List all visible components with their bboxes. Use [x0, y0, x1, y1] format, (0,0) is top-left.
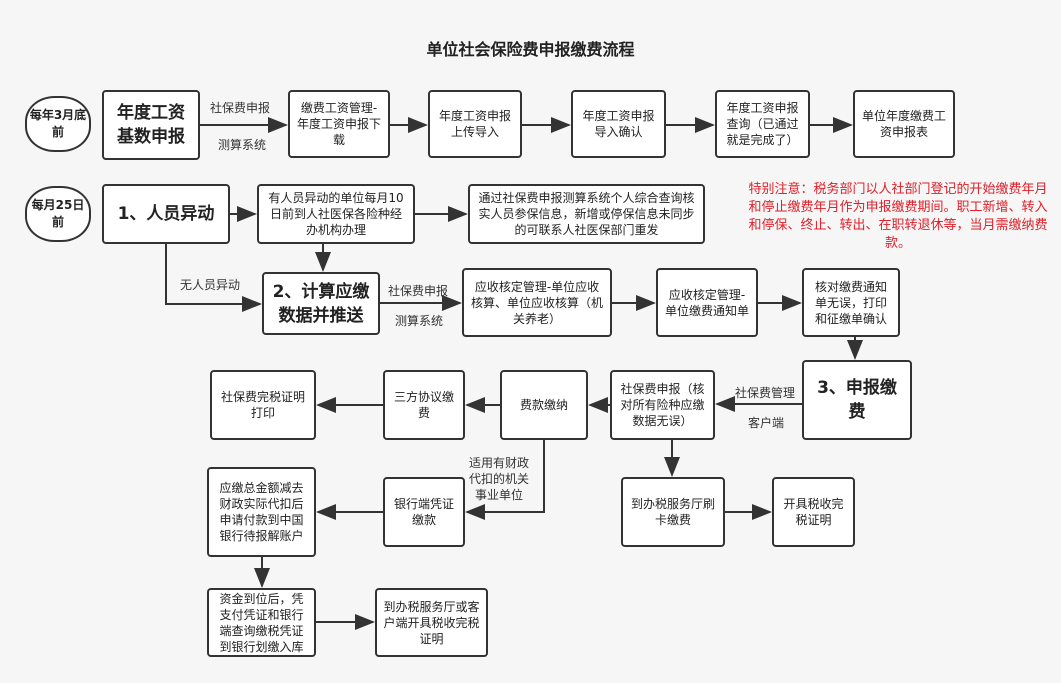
fiscal-deduct-box: 应缴总金额减去财政实际代扣后申请付款到中国银行待报解账户 [207, 467, 316, 557]
notice-check-box: 核对缴费通知单无误，打印和征缴单确认 [802, 268, 900, 337]
funds-arrival-box: 资金到位后，凭支付凭证和银行端查询缴税凭证到银行划缴入库 [207, 588, 316, 657]
wage-query-box: 年度工资申报查询（已通过就是完成了） [715, 90, 810, 158]
receivable-calc-box: 应收核定管理-单位应收核算、单位应收核算（机关养老） [462, 268, 612, 337]
verify-info-box: 通过社保费申报测算系统个人综合查询核实人员参保信息，新增或停保信息未同步的可联系… [468, 184, 705, 244]
flow-label: 测算系统 [395, 314, 444, 328]
wage-confirm-box: 年度工资申报导入确认 [571, 90, 666, 158]
bank-voucher-box: 银行端凭证缴款 [383, 477, 465, 547]
flow-label: 无人员异动 [180, 278, 241, 292]
fee-payment-box: 费款缴纳 [500, 370, 588, 440]
flow-label: 社保费申报 [210, 101, 271, 115]
handle-change-box: 有人员异动的单位每月10日前到人社医保各险种经办机构办理 [257, 184, 415, 244]
issue-certificate-box: 开具税收完税证明 [772, 477, 855, 547]
wage-download-box: 缴费工资管理-年度工资申报下载 [288, 90, 390, 158]
annual-deadline-cloud: 每年3月底前 [25, 96, 91, 152]
flow-label: 测算系统 [218, 138, 267, 152]
personnel-change-box: 1、人员异动 [102, 184, 230, 244]
declare-check-box: 社保费申报（核对所有险种应缴数据无误） [610, 370, 715, 440]
flow-label: 适用有财政代扣的机关事业单位 [468, 456, 529, 502]
calculate-push-box: 2、计算应缴数据并推送 [262, 272, 380, 335]
tripartite-payment-box: 三方协议缴费 [383, 370, 465, 440]
arrow [165, 244, 262, 312]
special-note: 特别注意：税务部门以人社部门登记的开始缴费年月和停止缴费年月作为申报缴费期间。职… [748, 182, 1048, 251]
wage-upload-box: 年度工资申报上传导入 [428, 90, 522, 158]
flow-label: 客户端 [748, 416, 785, 430]
wage-report-box: 单位年度缴费工资申报表 [853, 90, 955, 158]
monthly-deadline-cloud: 每月25日前 [25, 186, 91, 242]
declare-pay-box: 3、申报缴费 [802, 360, 912, 440]
annual-wage-base-box: 年度工资基数申报 [102, 90, 200, 160]
page-title: 单位社会保险费申报缴费流程 [426, 40, 635, 59]
arrow [465, 440, 545, 520]
hall-certificate-box: 到办税服务厅或客户端开具税收完税证明 [375, 588, 488, 657]
hall-card-payment-box: 到办税服务厅刷卡缴费 [621, 477, 725, 547]
flow-label: 社保费管理 [735, 386, 796, 400]
flow-label: 社保费申报 [388, 284, 449, 298]
payment-notice-box: 应收核定管理-单位缴费通知单 [656, 268, 758, 337]
print-certificate-box: 社保费完税证明打印 [210, 370, 316, 440]
